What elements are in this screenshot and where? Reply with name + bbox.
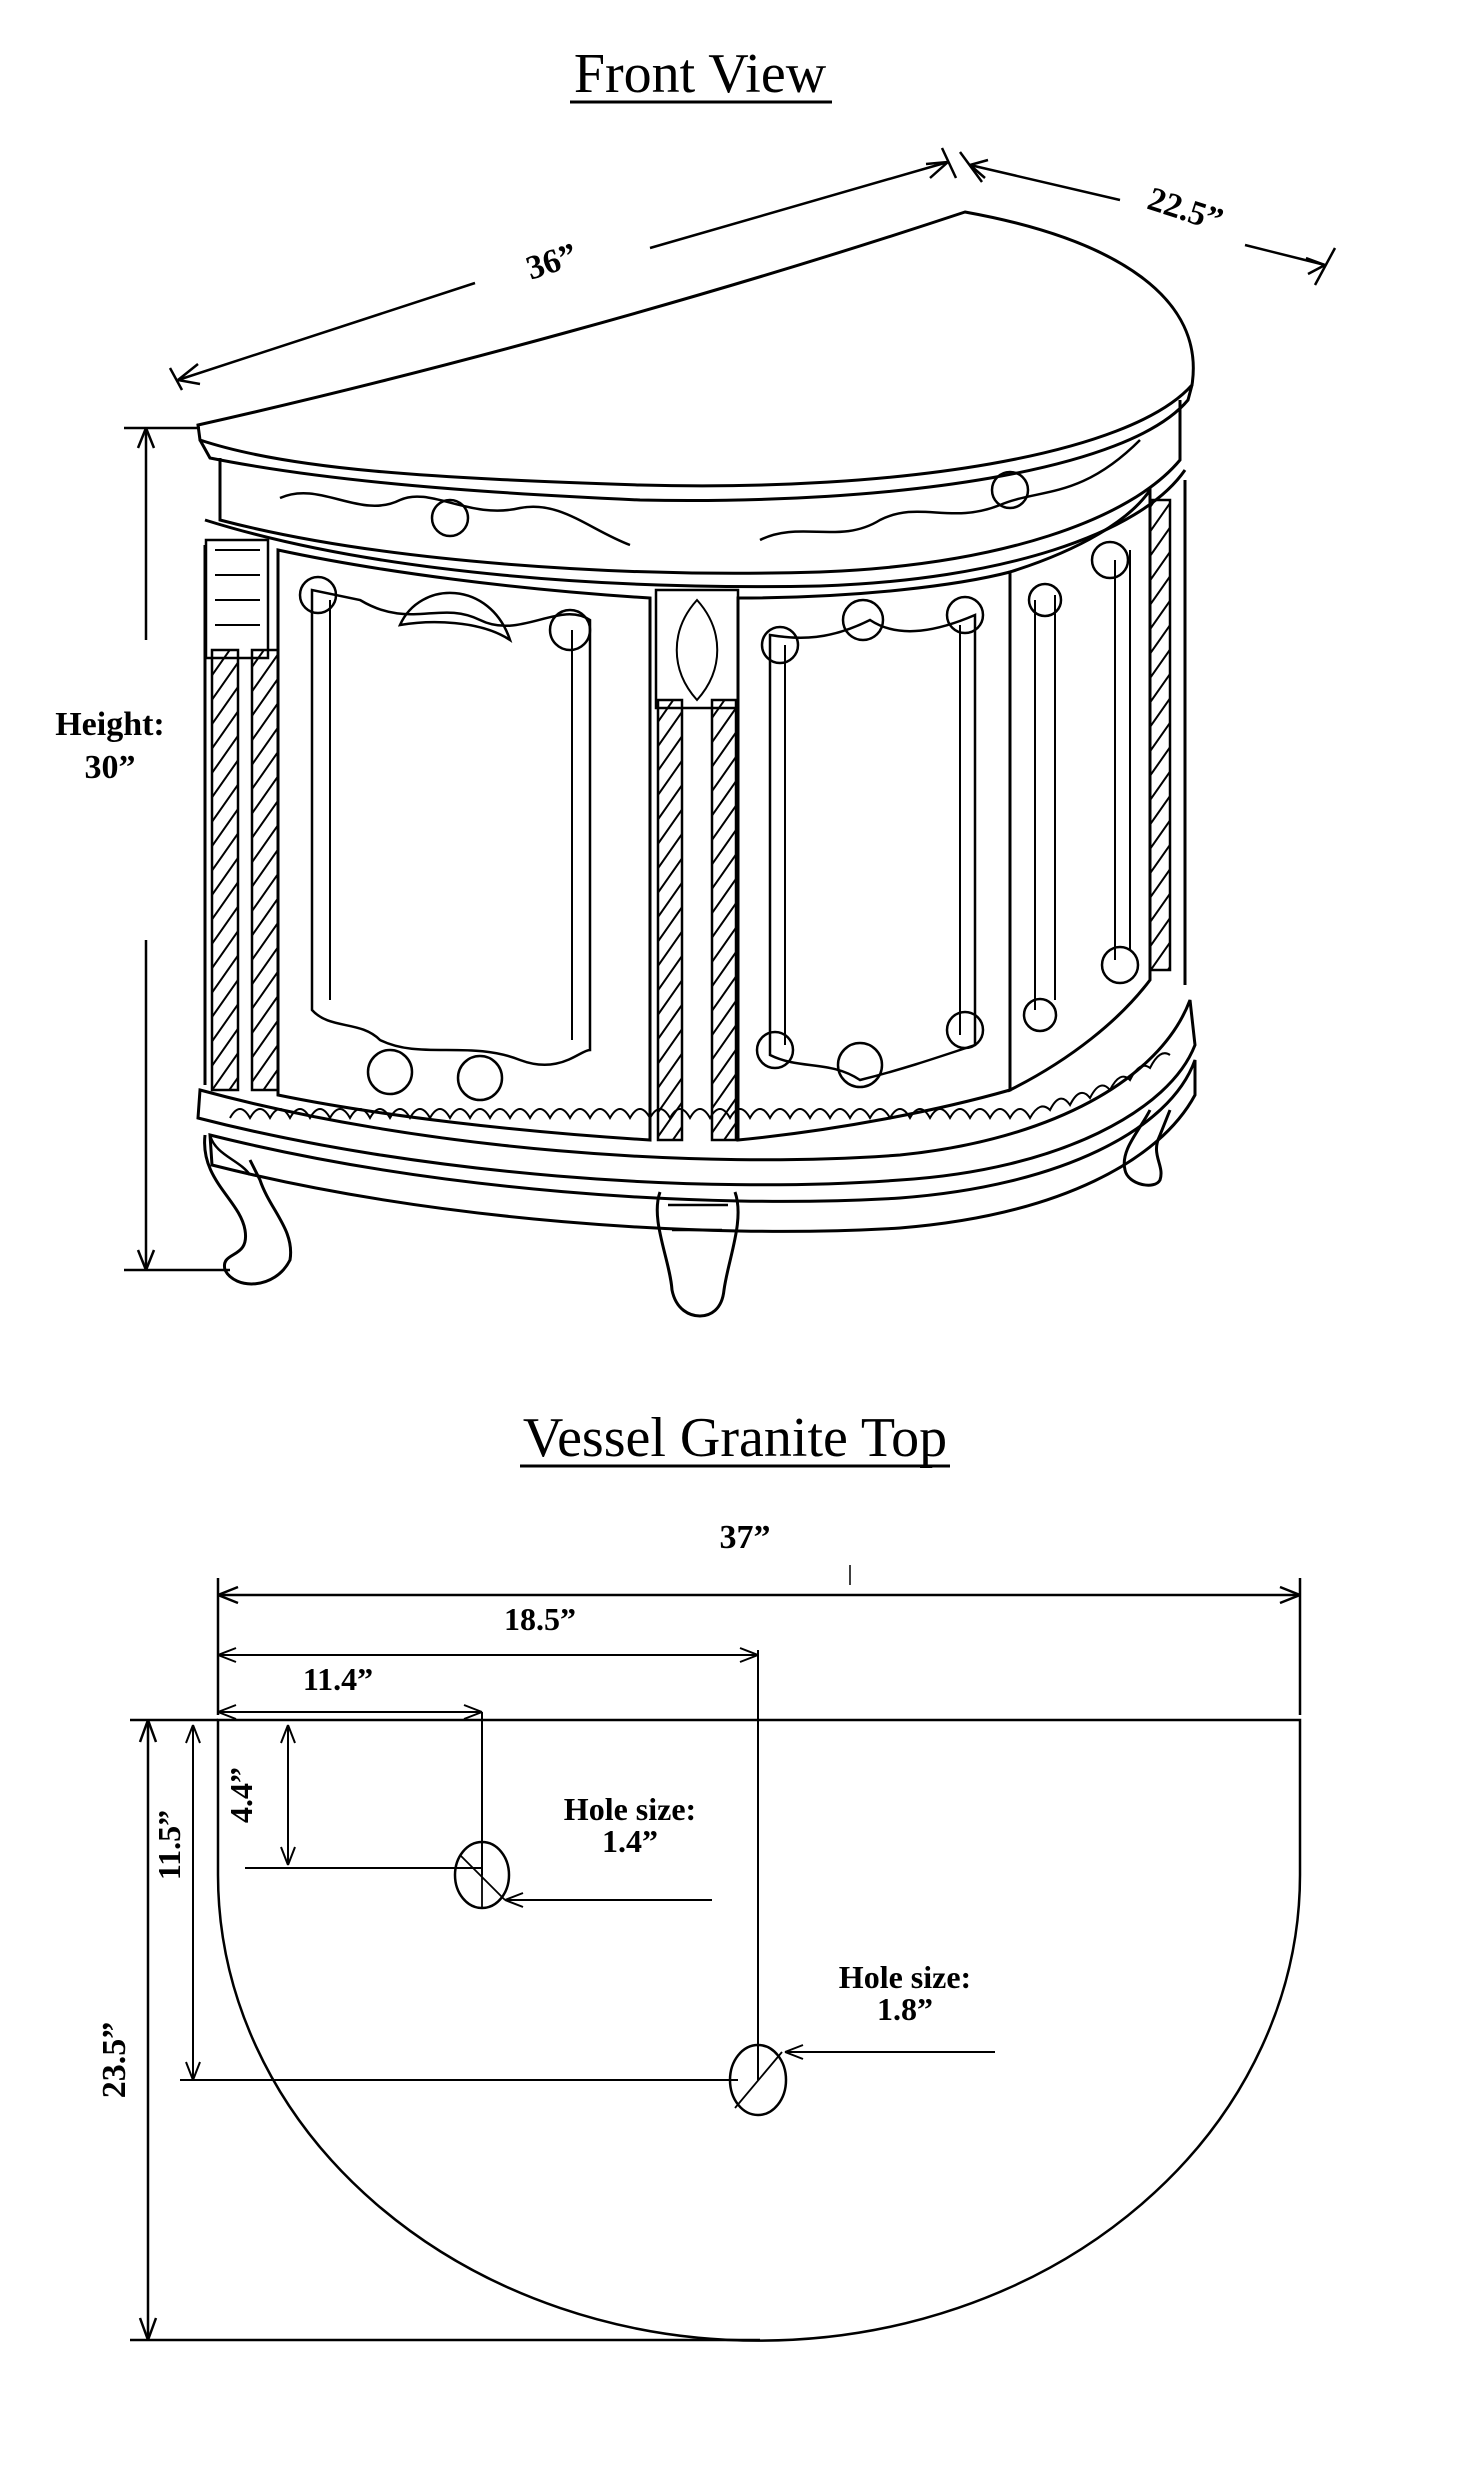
cabinet-apron: [218, 400, 1182, 575]
drain-depth-label: 11.5”: [151, 1810, 187, 1880]
cabinet-base: [196, 999, 1197, 1187]
front-height-label-2: 30”: [85, 749, 136, 786]
center-column: [656, 698, 684, 1142]
overall-depth-label: 23.5”: [96, 2022, 133, 2099]
right-column: [1148, 498, 1172, 972]
drain-hole: [728, 2043, 788, 2117]
faucet-offset-label: 11.4”: [303, 1661, 373, 1697]
dimension-faucet-depth: [245, 1724, 482, 1869]
front-view-title: Front View: [574, 43, 827, 105]
drain-hole-label-2: 1.8”: [877, 1991, 933, 2027]
dimension-overall-depth: [130, 1718, 760, 2342]
faucet-depth-label: 4.4”: [223, 1767, 259, 1823]
base-carving: [229, 1052, 1171, 1121]
center-offset-label: 18.5”: [504, 1601, 576, 1637]
leg-center: [655, 1191, 740, 1318]
faucet-hole-leader: [504, 1892, 712, 1908]
front-height-label-1: Height:: [55, 706, 165, 743]
dimension-height-front: [124, 426, 230, 1272]
vanity-cabinet: [196, 210, 1197, 1318]
door-left: [276, 548, 652, 1142]
left-column: [210, 648, 240, 1092]
front-depth-label: 22.5”: [1143, 181, 1227, 240]
top-view-title: Vessel Granite Top: [523, 1407, 947, 1469]
drain-hole-leader: [784, 2044, 995, 2060]
door-right: [1008, 485, 1152, 1093]
dimension-width-front: [168, 147, 958, 391]
leg-left: [203, 1134, 293, 1286]
faucet-hole: [453, 1840, 511, 1910]
overall-width-label: 37”: [720, 1519, 771, 1556]
cabinet-top-slab: [196, 210, 1195, 488]
cabinet-top-edge: [198, 384, 1194, 502]
faucet-hole-label-1: Hole size:: [564, 1791, 696, 1827]
dimension-depth-front: [958, 151, 1337, 286]
dimension-center-offset: [217, 1640, 759, 2080]
door-center: [736, 570, 1012, 1142]
front-width-label: 36”: [522, 237, 582, 288]
granite-top-outline: [216, 1718, 1302, 2343]
drain-hole-label-1: Hole size:: [839, 1959, 971, 1995]
door-left-panel: [310, 588, 592, 1066]
leg-right: [1122, 1109, 1172, 1187]
apron-carving-left: [279, 492, 631, 547]
faucet-hole-label-2: 1.4”: [602, 1823, 658, 1859]
